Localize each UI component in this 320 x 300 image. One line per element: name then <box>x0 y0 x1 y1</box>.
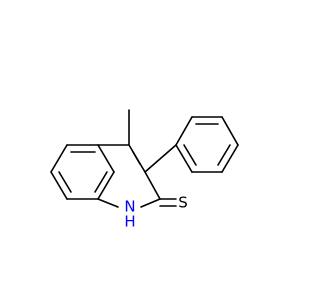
bond <box>221 144 239 173</box>
benzene-ring-fused <box>50 144 115 200</box>
double-bond-inner <box>183 144 197 166</box>
double-bond-inner <box>217 144 231 166</box>
bond <box>144 171 161 200</box>
sulfur-label: S <box>178 194 188 212</box>
double-bond-inner <box>94 171 108 193</box>
nitrogen-label: N <box>124 198 135 216</box>
pyridine-thione-ring <box>97 144 161 208</box>
bond <box>175 116 193 146</box>
hydrogen-label: H <box>124 213 135 231</box>
bond <box>221 116 239 146</box>
structure-drawing: N H S <box>50 109 239 231</box>
thione-bond <box>159 198 177 207</box>
bond <box>175 144 193 173</box>
double-bond-inner <box>132 151 141 165</box>
bond <box>97 171 115 200</box>
bond <box>50 144 68 173</box>
bond <box>97 144 115 173</box>
phenyl-bond <box>144 144 177 173</box>
bond <box>50 171 68 200</box>
bond <box>97 198 119 208</box>
double-bond-inner <box>58 171 72 193</box>
phenyl-ring <box>175 116 239 173</box>
bond <box>140 198 161 208</box>
